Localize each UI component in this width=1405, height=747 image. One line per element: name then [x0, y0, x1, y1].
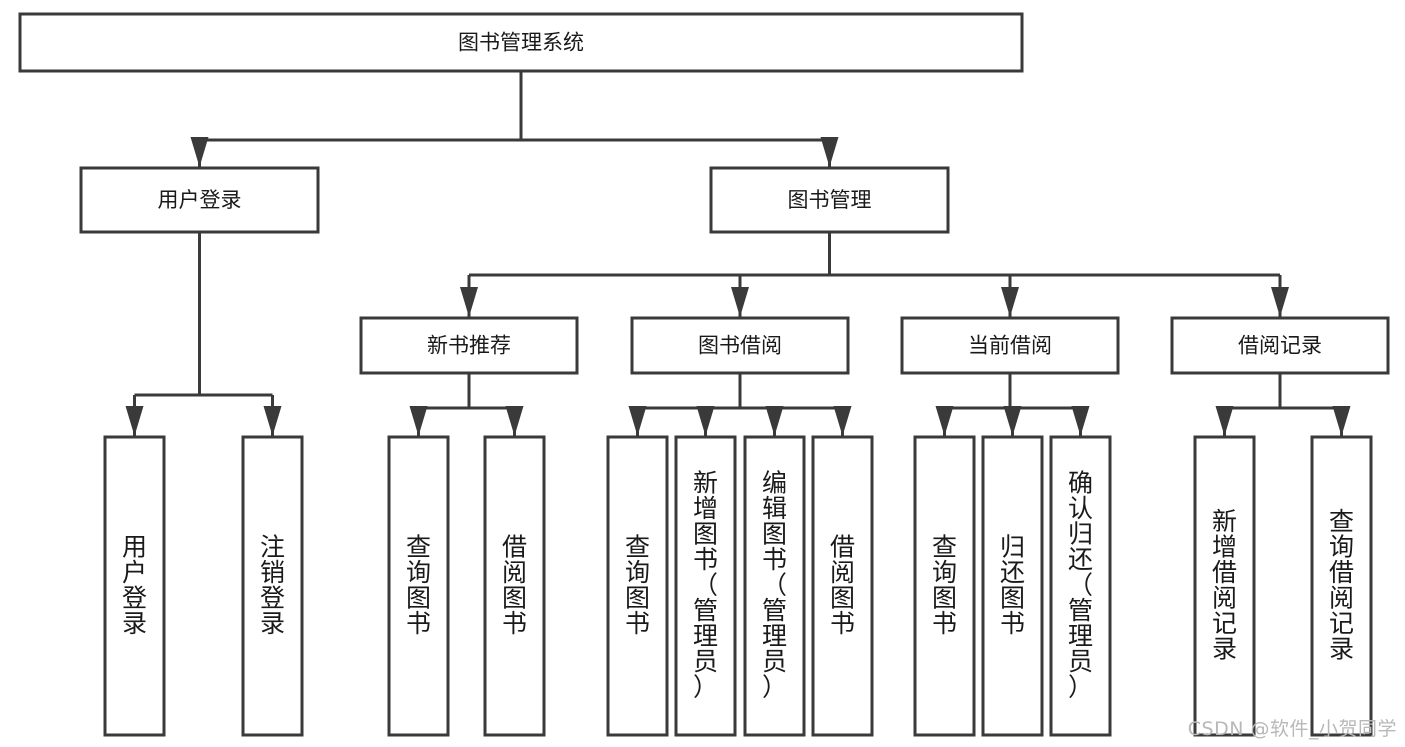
connector-group [935, 373, 1090, 436]
arrow-head-icon [628, 406, 647, 436]
node-box[interactable] [630, 316, 850, 375]
node-layer: 图书管理系统用户登录图书管理新书推荐图书借阅当前借阅借阅记录用户登录注销登录查询… [18, 12, 1390, 737]
node-box[interactable] [359, 316, 579, 375]
node-box[interactable] [1170, 316, 1390, 375]
arrow-head-icon [1215, 406, 1234, 436]
connector-group [1215, 373, 1351, 436]
node-leaf-borrow-book-2[interactable]: 借阅图书 [811, 435, 874, 737]
node-box[interactable] [241, 435, 304, 737]
node-label: 当前借阅 [968, 334, 1052, 358]
node-new-book-recommend[interactable]: 新书推荐 [359, 316, 579, 375]
node-label: 图书管理系统 [458, 31, 584, 55]
node-leaf-query-record[interactable]: 查询借阅记录 [1310, 435, 1373, 737]
arrow-head-icon [1001, 287, 1019, 317]
node-box[interactable] [483, 435, 546, 737]
node-label: 编辑图书（管理员） [762, 469, 787, 702]
arrow-head-icon [1332, 406, 1351, 436]
arrow-head-icon [731, 287, 749, 317]
node-leaf-user-logout[interactable]: 注销登录 [241, 435, 304, 737]
node-label: 借阅图书 [830, 532, 855, 638]
arrow-head-icon [833, 406, 852, 436]
node-leaf-query-book-2[interactable]: 查询图书 [606, 435, 669, 737]
node-box[interactable] [709, 166, 950, 234]
node-box[interactable] [900, 316, 1120, 375]
node-label: 查询图书 [932, 532, 957, 638]
node-label: 查询图书 [625, 532, 650, 638]
node-label: 查询图书 [406, 532, 431, 638]
node-leaf-query-book-3[interactable]: 查询图书 [913, 435, 976, 737]
node-box[interactable] [811, 435, 874, 737]
node-label: 新增图书（管理员） [693, 469, 718, 702]
arrow-head-icon [505, 406, 524, 436]
arrow-head-icon [1003, 406, 1022, 436]
node-label: 用户登录 [122, 532, 147, 638]
arrow-head-icon [263, 406, 282, 436]
node-box[interactable] [18, 12, 1024, 73]
connector-group [190, 71, 839, 167]
node-label: 确认归还（管理员） [1068, 469, 1093, 702]
node-label: 用户登录 [158, 188, 242, 212]
node-book-borrow[interactable]: 图书借阅 [630, 316, 850, 375]
arrow-head-icon [190, 137, 209, 167]
node-box[interactable] [981, 435, 1044, 737]
node-leaf-add-record[interactable]: 新增借阅记录 [1193, 435, 1256, 737]
connector-group [460, 232, 1289, 317]
node-box[interactable] [103, 435, 166, 737]
node-box[interactable] [606, 435, 669, 737]
connector-group [125, 232, 282, 436]
node-current-borrow[interactable]: 当前借阅 [900, 316, 1120, 375]
node-box[interactable] [387, 435, 450, 737]
node-borrow-record[interactable]: 借阅记录 [1170, 316, 1390, 375]
node-label: 归还图书 [1000, 532, 1025, 638]
node-box[interactable] [743, 435, 806, 737]
arrow-head-icon [125, 406, 144, 436]
node-user-login[interactable]: 用户登录 [79, 166, 320, 234]
arrow-head-icon [1271, 287, 1289, 317]
node-box[interactable] [913, 435, 976, 737]
arrow-head-icon [460, 287, 478, 317]
connector-group [409, 373, 524, 436]
node-leaf-confirm-return[interactable]: 确认归还（管理员） [1049, 435, 1112, 737]
node-leaf-return-book[interactable]: 归还图书 [981, 435, 1044, 737]
arrow-head-icon [765, 406, 784, 436]
node-label: 图书借阅 [698, 334, 782, 358]
node-label: 查询借阅记录 [1329, 507, 1354, 664]
arrow-head-icon [820, 137, 839, 167]
node-leaf-borrow-book-1[interactable]: 借阅图书 [483, 435, 546, 737]
node-box[interactable] [1310, 435, 1373, 737]
connector-layer [125, 71, 1351, 436]
arrow-head-icon [935, 406, 954, 436]
arrow-head-icon [409, 406, 428, 436]
node-label: 新增借阅记录 [1212, 507, 1237, 664]
node-box[interactable] [79, 166, 320, 234]
node-leaf-add-book[interactable]: 新增图书（管理员） [674, 435, 737, 737]
node-label: 图书管理 [788, 188, 872, 212]
node-label: 注销登录 [260, 532, 285, 638]
node-leaf-query-book-1[interactable]: 查询图书 [387, 435, 450, 737]
arrow-head-icon [1071, 406, 1090, 436]
node-book-manage[interactable]: 图书管理 [709, 166, 950, 234]
node-root-root[interactable]: 图书管理系统 [18, 12, 1024, 73]
node-label: 借阅图书 [502, 532, 527, 638]
arrow-head-icon [696, 406, 715, 436]
node-box[interactable] [674, 435, 737, 737]
node-leaf-edit-book[interactable]: 编辑图书（管理员） [743, 435, 806, 737]
node-label: 新书推荐 [427, 334, 511, 358]
node-label: 借阅记录 [1238, 334, 1322, 358]
node-box[interactable] [1049, 435, 1112, 737]
node-box[interactable] [1193, 435, 1256, 737]
node-leaf-user-login[interactable]: 用户登录 [103, 435, 166, 737]
connector-group [628, 373, 852, 436]
